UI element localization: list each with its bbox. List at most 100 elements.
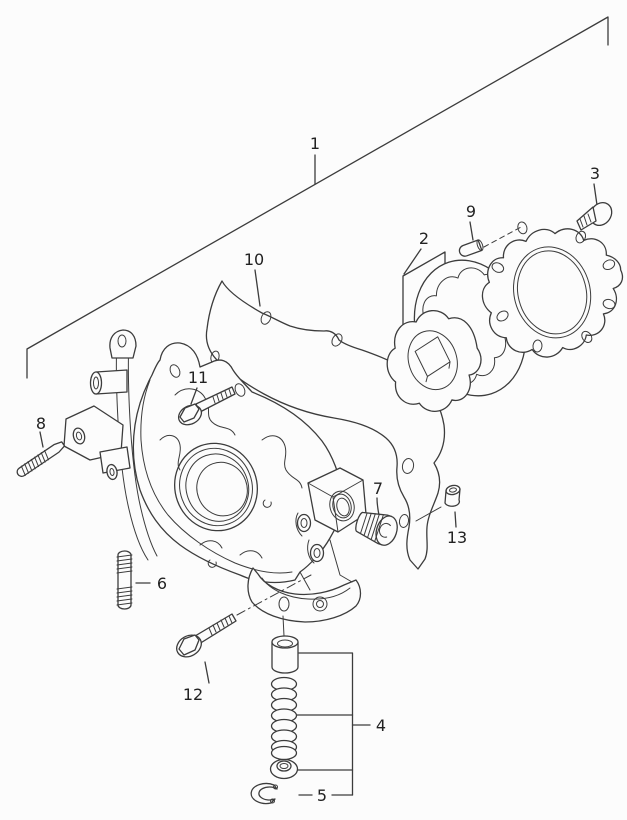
callout-8-label: 8 [36,414,46,433]
gasket-hole [260,311,272,325]
boss-ear-bore [300,518,308,528]
pin-13-bore [449,487,457,493]
arm-bore [75,431,83,441]
boss-threaded-bore [332,493,352,519]
snap-ring-end [273,784,278,790]
arm-hole [72,427,86,445]
sub-boss-hole [106,463,118,481]
part-10-gasket [205,269,446,570]
pin-13-top [445,484,461,496]
part-10-leader [254,269,261,307]
casting-detail [261,435,303,489]
boss-end [89,371,103,395]
callout-2-label: 2 [419,229,429,248]
callout-6-label: 6 [157,574,167,593]
valve-spring-seat [269,758,299,780]
part-7-plug [355,497,398,546]
bolt-12-hex-head [178,634,200,656]
pump-body-left-bracket [63,329,158,561]
callout-11-label: 11 [188,368,208,387]
screw-threads [579,213,592,228]
callout-12-label: 12 [183,685,203,704]
pump-body-foot [247,539,362,623]
bolt-12-threads [208,615,233,636]
foot-boss [312,596,328,612]
part-9-alignment-dash [483,226,522,248]
bolt-12-body [176,613,237,658]
snap-ring-end [270,798,275,804]
callout-5-label: 5 [317,786,327,805]
boss-bracket-lines [295,512,315,564]
inner-rotor [374,300,492,422]
bolt-11-hex-head [179,403,200,423]
boss-edges [307,479,364,533]
part-4-bracket-line [298,652,354,796]
pin-13-body [444,484,461,507]
callout-4-label: 4 [376,716,386,735]
boss-threaded-bore [336,497,350,517]
part-1-bracket-line [26,16,609,379]
callout-13-label: 13 [447,528,467,547]
casting-detail [199,540,263,559]
callout-10-label: 10 [244,250,264,269]
cover-bolt-hole [575,230,587,244]
part-12-axis-dash [236,574,312,616]
inner-rotor-face [401,324,465,396]
snap-ring-outline [250,782,278,805]
cover-bolt-hole [532,339,543,353]
seal-bore-ring [185,453,250,522]
cover-bolt-hole [496,310,509,322]
callout-9-label: 9 [466,202,476,221]
casting-detail [207,499,272,568]
pin-9-end [476,239,484,251]
part-12-leader [204,661,210,684]
gasket-outline [205,280,446,570]
part-4-bracket [296,652,371,796]
callout-7-label: 7 [373,479,383,498]
gasket-hole [331,333,343,347]
seat-hole [279,763,289,769]
body-ear-hole [234,383,246,397]
part-11-leader [190,387,198,405]
callout-3-label: 3 [590,164,600,183]
casting-detail [159,434,181,471]
cover-bolt-hole [602,259,616,271]
foot-boss-bore [316,600,324,608]
stud-8-outline [16,441,66,477]
part-4-valve-set [269,615,371,796]
boss-threaded-bore [329,490,355,522]
boss-ear [309,543,325,563]
seal-bore [173,442,259,532]
part-9-pin [458,221,522,257]
cover-center-hole-inner [517,250,588,335]
part-3-leader [593,183,598,206]
pump-cover [466,221,627,370]
pin-9-body [458,239,484,257]
bracket-top-tab [109,329,137,359]
boss-bore [93,376,99,390]
part-13-pin [415,484,461,528]
part-8-leader [39,431,44,448]
part-9-leader [469,221,474,241]
part-6-stud [116,550,151,610]
part-7-leader [376,497,380,516]
body-ear-hole [169,364,181,378]
boss-ear-bore [313,548,321,558]
foot-pedestal-lines [299,539,353,591]
part-13-fit-line [415,506,442,522]
stud-8-body [16,441,66,477]
cover-center-hole [513,246,592,339]
bolt-11-body [177,386,236,426]
pump-body-inner-flange [140,379,293,574]
bolt-11-threads [212,388,232,404]
seal-bore-ring [173,442,259,532]
callout-1-label: 1 [310,134,320,153]
boss-ear [296,513,312,533]
foot-hole [278,596,290,612]
foot-outline [247,567,362,623]
pin-9-outline [458,239,483,257]
plug-7-face [375,515,398,546]
part-3-screw [576,183,613,231]
part-11-bolt [177,386,236,426]
valve-piston [271,635,299,674]
